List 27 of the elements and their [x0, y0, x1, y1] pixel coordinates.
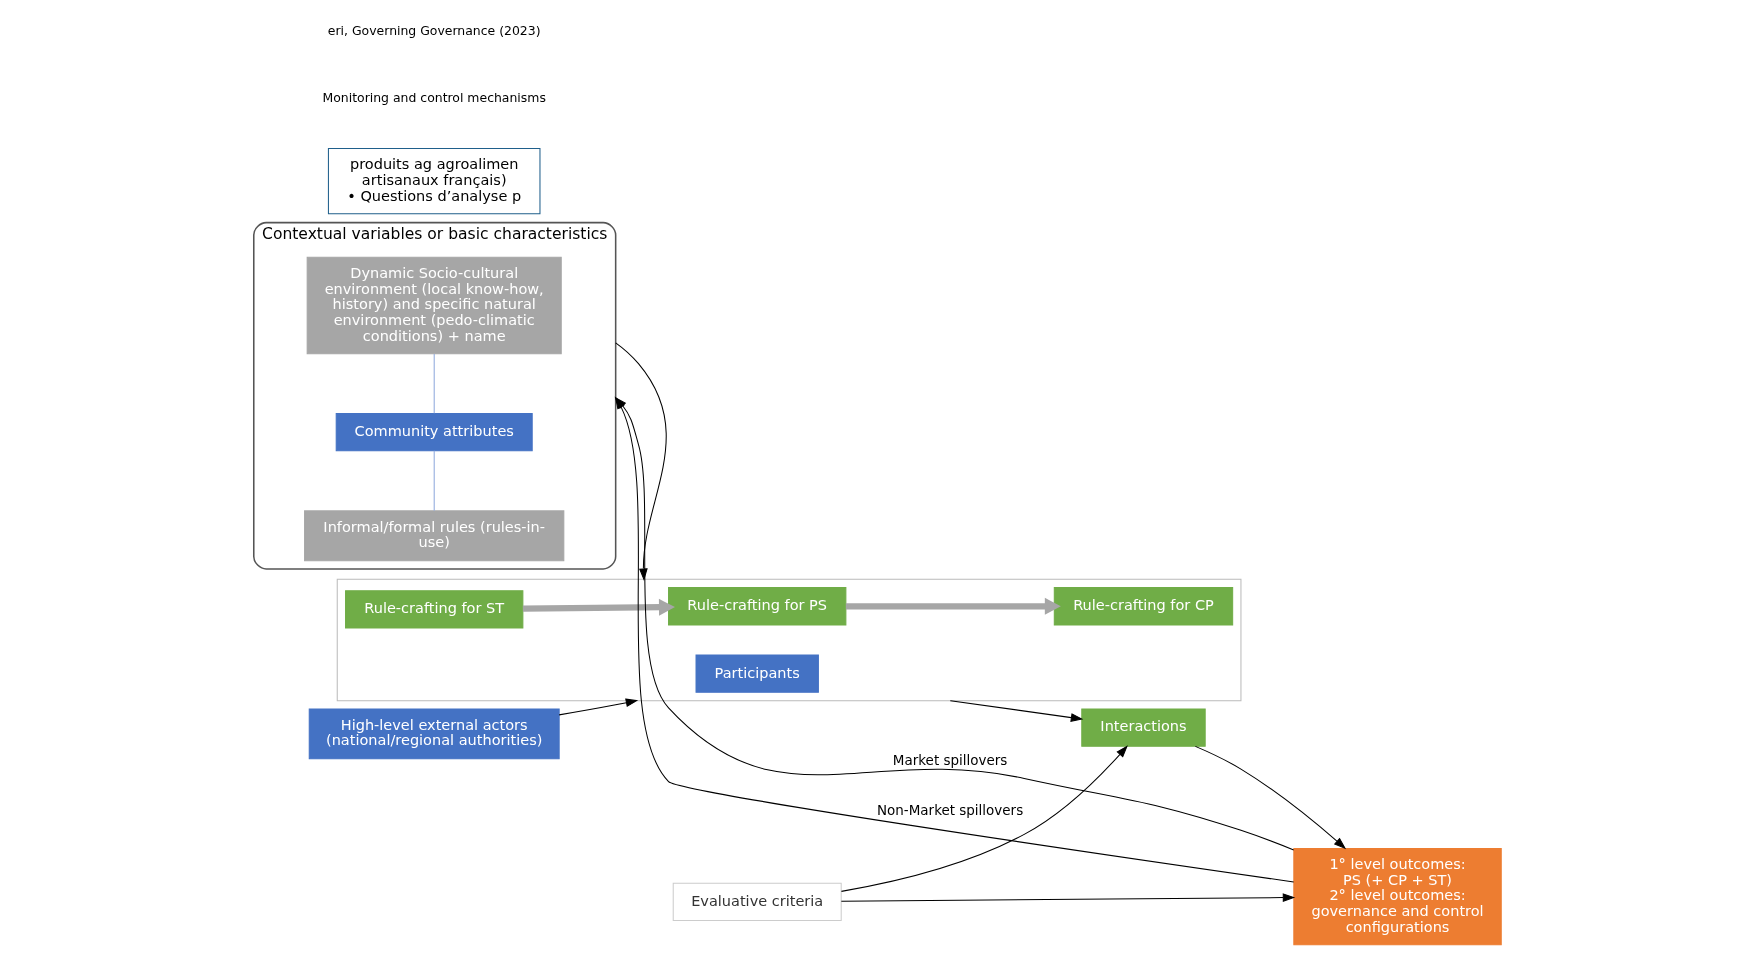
connector: [433, 449, 435, 511]
arrow: [845, 597, 1061, 615]
arrow: [558, 698, 639, 715]
arrow: [615, 341, 667, 581]
arrow: [522, 598, 675, 616]
label: Monitoring and control mechanisms: [322, 89, 546, 105]
arrow: [840, 744, 1128, 892]
node-box: Rule-crafting for ST: [345, 589, 524, 629]
edge-label: Non-Market spillovers: [877, 801, 1024, 818]
node-box: Interactions: [1081, 707, 1206, 747]
arrow: [1194, 745, 1347, 849]
node-box: Evaluative criteria: [672, 882, 842, 921]
node-box: 1° level outcomes: PS (+ CP + ST) 2° level outcomes: governance and control configurations: [1293, 847, 1502, 945]
node-box: Community attributes: [335, 412, 533, 451]
node-box: Informal/formal rules (rules-in-use): [304, 509, 565, 561]
node-box: produits ag agroalimen artisanaux français) • Questions d’analyse p: [327, 147, 541, 214]
node-box: High-level external actors (national/regional authorities): [308, 707, 560, 759]
connector: [433, 352, 435, 414]
node-box: Dynamic Socio-cultural environment (local know-how, history) and specific natural environment (pedo-climatic conditions) + name: [306, 256, 562, 354]
node-box: Rule-crafting for PS: [668, 586, 847, 625]
label: eri, Governing Governance (2023): [327, 22, 541, 38]
node-box: Participants: [695, 654, 819, 693]
arrow: [840, 892, 1296, 902]
edge-label: Market spillovers: [892, 751, 1008, 768]
arrow: [949, 699, 1084, 722]
cluster: [336, 578, 1242, 701]
node-box: Rule-crafting for CP: [1053, 586, 1234, 625]
